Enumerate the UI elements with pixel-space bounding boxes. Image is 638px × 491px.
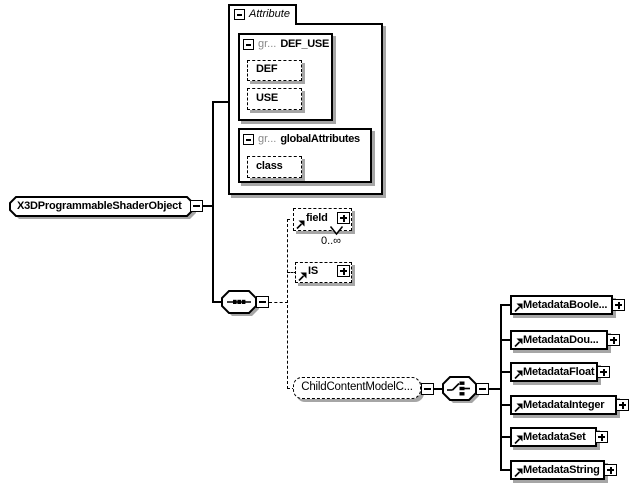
element-metadata-integer[interactable]: MetadataInteger: [510, 395, 617, 415]
metadata-set-expand-icon[interactable]: [595, 431, 608, 443]
line-root-vertical: [212, 101, 214, 303]
line-stub-metadataset: [500, 436, 511, 438]
metadata-double-expand-icon[interactable]: [607, 334, 620, 346]
reference-arrow-icon: [514, 338, 523, 348]
element-label: MetadataString: [523, 464, 600, 476]
field-occurrence: 0..∞: [320, 235, 342, 247]
element-label: MetadataBoole...: [523, 299, 608, 311]
line-stub-metadatadouble: [500, 339, 511, 341]
sequence-icon[interactable]: [218, 288, 264, 319]
element-label: MetadataDou...: [523, 334, 599, 346]
group-child-content-model-label: ChildContentModelC...: [301, 381, 413, 393]
attribute-def-label: DEF: [256, 63, 278, 75]
attribute-collapse-icon[interactable]: [234, 9, 245, 20]
line-to-sequence: [212, 301, 222, 303]
element-field-label: field: [306, 212, 328, 224]
element-is-label: IS: [308, 265, 318, 277]
element-metadata-string[interactable]: MetadataString: [510, 460, 605, 480]
line-to-attribute-panel: [212, 101, 228, 103]
group-def-use-collapse-icon[interactable]: [243, 39, 254, 50]
element-metadata-boolean[interactable]: MetadataBoole...: [510, 295, 613, 315]
is-expand-icon[interactable]: [337, 265, 350, 277]
dashed-line-vertical: [287, 219, 288, 389]
field-expand-icon[interactable]: [337, 212, 350, 224]
reference-arrow-icon: [514, 370, 523, 380]
root-element[interactable]: X3DProgrammableShaderObject: [17, 200, 182, 212]
line-ccm-to-choice: [434, 388, 443, 390]
attribute-class-label: class: [256, 160, 283, 172]
element-is[interactable]: IS: [295, 262, 352, 283]
line-stub-metadatafloat: [500, 371, 511, 373]
sequence-collapse-icon[interactable]: [256, 296, 269, 308]
root-element-shape: [9, 196, 196, 219]
dashed-stub-is: [287, 272, 297, 273]
element-label: MetadataFloat: [523, 366, 595, 378]
group-name: globalAttributes: [280, 133, 360, 145]
group-global-attributes-collapse-icon[interactable]: [243, 134, 254, 145]
line-stub-metadatastring: [500, 469, 511, 471]
attribute-use-label: USE: [256, 92, 279, 104]
attribute-tab-title: Attribute: [249, 8, 290, 20]
attribute-use[interactable]: USE: [247, 88, 302, 110]
dashed-line-sequence-out: [269, 302, 288, 303]
element-metadata-set[interactable]: MetadataSet: [510, 427, 597, 447]
attribute-def[interactable]: DEF: [247, 60, 302, 81]
reference-arrow-icon: [296, 220, 305, 230]
reference-arrow-icon: [514, 435, 523, 445]
group-name: DEF_USE: [280, 38, 329, 50]
dashed-stub-ccm: [287, 388, 295, 389]
metadata-float-expand-icon[interactable]: [597, 366, 610, 378]
element-label: MetadataInteger: [523, 399, 605, 411]
line-choice-vertical: [500, 304, 502, 471]
group-child-content-model[interactable]: ChildContentModelC...: [293, 377, 421, 399]
reference-arrow-icon: [514, 403, 523, 413]
dashed-stub-field: [287, 219, 296, 220]
attribute-tab: [228, 4, 297, 25]
reference-arrow-icon: [298, 272, 307, 282]
group-def-use-header: gr...DEF_USE: [258, 38, 329, 51]
line-root-out: [203, 205, 213, 207]
metadata-string-expand-icon[interactable]: [604, 464, 617, 476]
element-metadata-float[interactable]: MetadataFloat: [510, 362, 598, 382]
attribute-class[interactable]: class: [247, 156, 302, 178]
element-metadata-double[interactable]: MetadataDou...: [510, 330, 608, 350]
element-field[interactable]: field: [293, 208, 352, 231]
repeat-chevron-icon: [329, 226, 344, 236]
group-prefix: gr...: [258, 133, 277, 145]
choice-collapse-icon[interactable]: [476, 383, 489, 395]
element-label: MetadataSet: [523, 431, 586, 443]
group-prefix: gr...: [258, 38, 277, 50]
root-collapse-icon[interactable]: [190, 200, 203, 212]
metadata-integer-expand-icon[interactable]: [616, 399, 629, 411]
reference-arrow-icon: [514, 468, 523, 478]
group-global-attributes-header: gr...globalAttributes: [258, 133, 360, 146]
choice-icon[interactable]: [440, 374, 486, 406]
metadata-boolean-expand-icon[interactable]: [612, 299, 625, 311]
line-stub-metadatainteger: [500, 404, 511, 406]
reference-arrow-icon: [514, 303, 523, 313]
line-choice-out: [489, 388, 501, 390]
line-stub-metadataboolean: [500, 304, 511, 306]
ccm-collapse-icon[interactable]: [421, 383, 434, 395]
